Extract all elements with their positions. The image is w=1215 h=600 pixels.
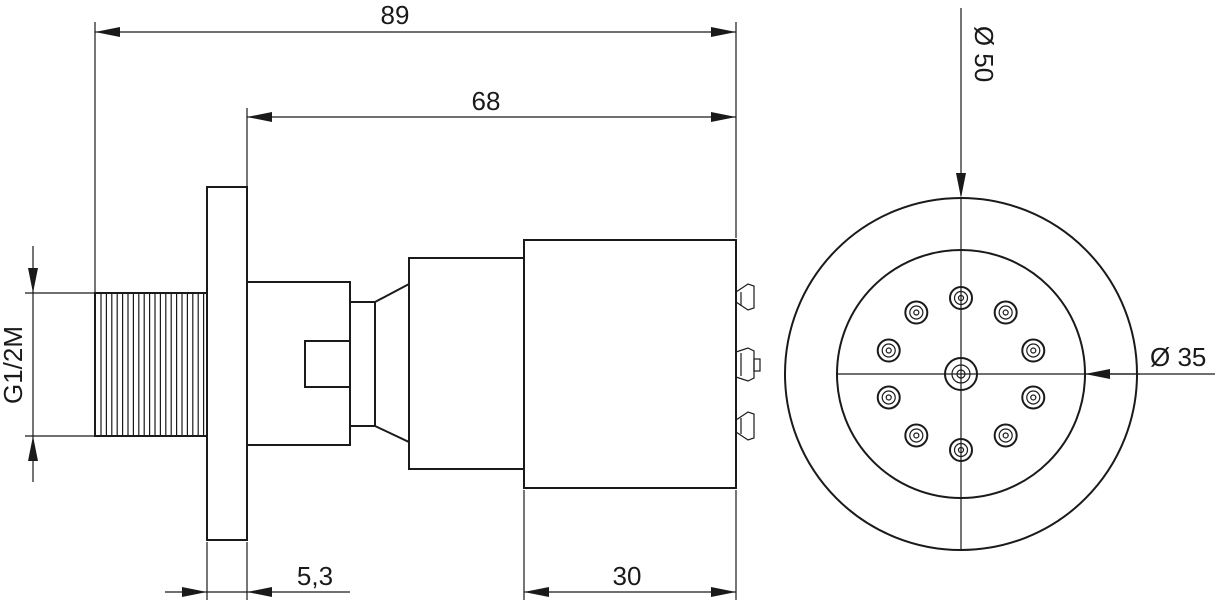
dimension-outer-diameter: Ø 50 [956, 8, 999, 198]
nozzle-hole [876, 338, 901, 363]
nozzle-hole [1021, 338, 1046, 363]
neck-body [246, 281, 351, 446]
nozzle-hole [949, 286, 973, 310]
nozzle-hole [949, 438, 973, 462]
nozzle-hole [993, 423, 1018, 448]
thread-label: G1/2M [0, 326, 28, 404]
dimension-body-length: 68 [247, 86, 736, 122]
side-view [94, 186, 761, 541]
hex-nut [304, 340, 351, 388]
dimension-thread: G1/2M [0, 246, 38, 482]
flange-thickness-label: 5,3 [297, 561, 333, 591]
front-view: Ø 50 Ø 35 [784, 8, 1215, 551]
dimension-face-diameter: Ø 35 [1085, 342, 1215, 379]
dimension-flange-thickness: 5,3 [165, 561, 350, 597]
nozzle-ring [876, 286, 1046, 462]
total-length-label: 89 [381, 0, 410, 30]
dimension-total-length: 89 [95, 0, 736, 37]
dimension-head-length: 30 [524, 561, 736, 597]
nozzle-hole [1021, 385, 1046, 410]
nozzle-top [735, 283, 755, 311]
body-length-label: 68 [472, 86, 501, 116]
threaded-pipe [94, 292, 208, 437]
cone [374, 282, 410, 444]
thread-lines [100, 294, 205, 435]
nozzle-hole [993, 300, 1018, 325]
jet-head [523, 239, 737, 489]
flange-plate [206, 186, 248, 541]
nozzle-bottom [735, 411, 755, 441]
nozzle-hole [904, 300, 929, 325]
head-length-label: 30 [613, 561, 642, 591]
collar [349, 301, 376, 427]
outer-diameter-label: Ø 50 [969, 26, 999, 82]
center-nozzle [944, 357, 978, 391]
nozzle-hole [876, 385, 901, 410]
extension-lines [25, 22, 737, 600]
middle-body [408, 257, 525, 470]
nozzle-hole [904, 423, 929, 448]
nozzle-center [735, 347, 761, 382]
face-diameter-label: Ø 35 [1150, 342, 1206, 372]
